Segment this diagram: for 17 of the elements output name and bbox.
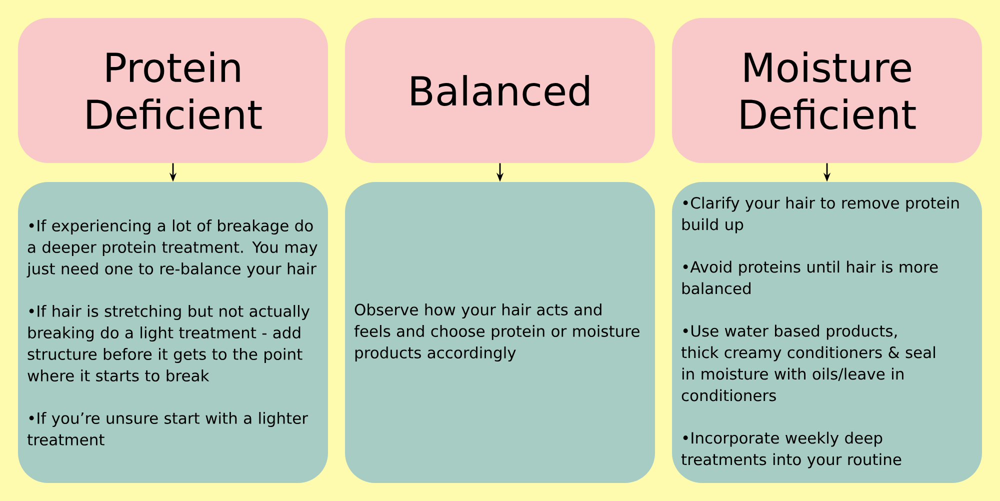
title-box <box>345 18 655 163</box>
advice-text: •Use water based products, thick creamy conditioners & seal in moisture with oils/leave in conditioners <box>681 324 935 402</box>
advice-text: •Avoid proteins until hair is more balanced <box>682 260 938 294</box>
title-box <box>672 18 982 163</box>
advice-text: •Incorporate weekly deep treatments into your routine <box>681 432 902 468</box>
advice-text: •If hair is stretching but not actually breaking do a light treatment - add structure before it gets to the point where it starts to break <box>28 305 310 382</box>
advice-box <box>672 182 982 483</box>
advice-text: •If you’re unsure start with a lighter treatment <box>27 412 308 446</box>
advice-box <box>345 182 655 483</box>
advice-text: Observe how your hair acts and feels and choose protein or moisture products accordingly <box>354 304 640 362</box>
title-text: Balanced <box>411 75 589 106</box>
advice-text: •Clarify your hair to remove protein build up <box>682 196 959 234</box>
title-box <box>18 18 328 163</box>
title-text: Moisture Deficient <box>741 52 916 130</box>
advice-text: •If experiencing a lot of breakage do a deeper protein treatment. You may just need one to re-balance your hair <box>26 220 318 278</box>
title-text: Protein Deficient <box>87 52 262 130</box>
advice-box <box>18 182 328 483</box>
